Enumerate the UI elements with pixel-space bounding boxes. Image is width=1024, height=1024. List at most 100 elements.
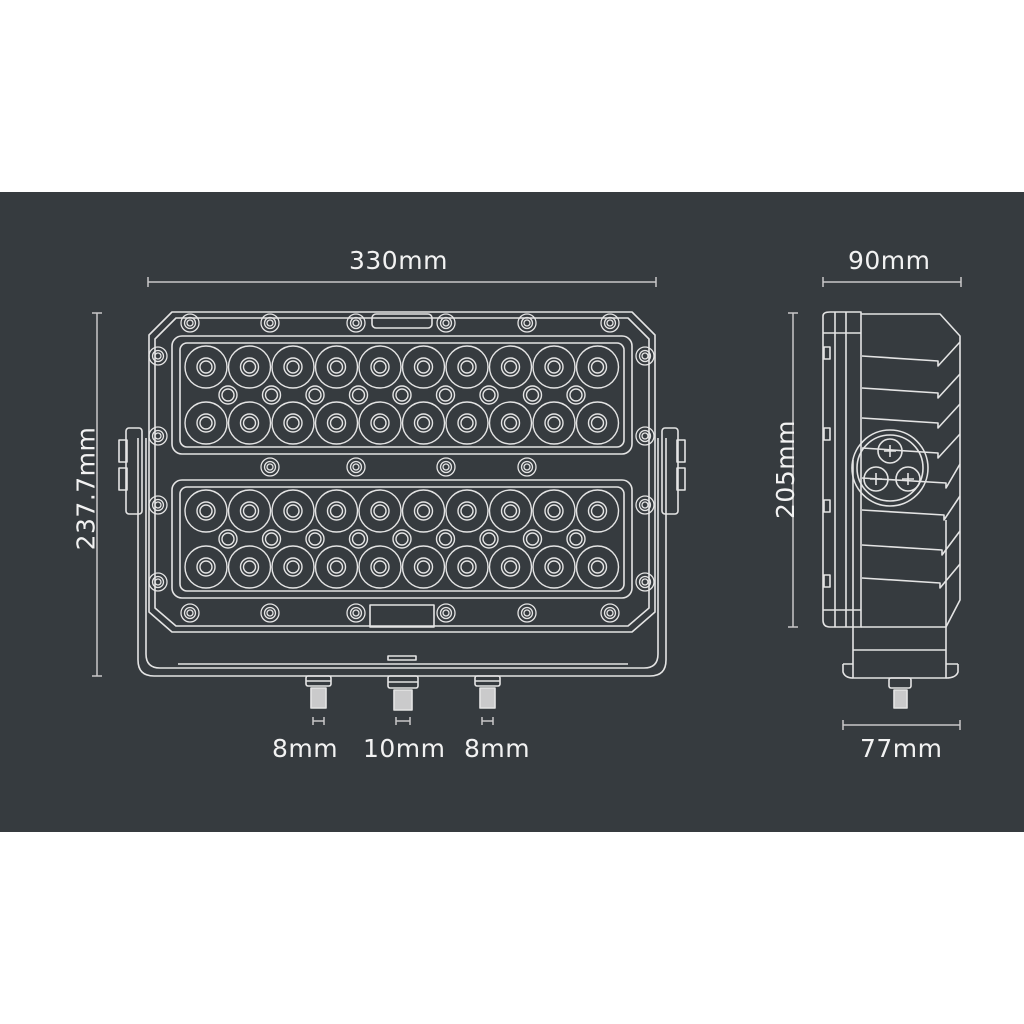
screw-icon (600, 603, 620, 623)
led-cell (305, 385, 325, 405)
led-cell (227, 345, 272, 389)
heatsink (861, 313, 961, 628)
led-cell (348, 529, 369, 549)
led-cell (532, 545, 576, 589)
screw-icon (148, 346, 168, 366)
led-cell (488, 489, 533, 533)
screw-icon (148, 572, 168, 592)
base-label-77: 77mm (860, 734, 943, 763)
led-cell (271, 545, 315, 589)
bolt-label-left: 8mm (272, 734, 339, 763)
height-label-237: 237.7mm (71, 426, 101, 551)
led-cell (227, 545, 272, 589)
led-cell (271, 401, 315, 445)
led-cell (575, 489, 620, 533)
led-cell (227, 401, 272, 445)
led-cell (566, 529, 586, 549)
screw-icon (600, 313, 620, 333)
screw-icon (517, 603, 537, 623)
screw-icon (436, 313, 456, 333)
led-cell (445, 489, 489, 533)
pivot-knob (851, 429, 929, 507)
screw-icon (635, 495, 655, 515)
led-cell (261, 529, 282, 549)
led-cell (401, 345, 446, 389)
led-cell (314, 401, 359, 445)
led-cell (392, 385, 412, 405)
housing (148, 311, 656, 633)
screw-icon (635, 572, 655, 592)
led-cell (575, 345, 620, 389)
screw-icon (436, 457, 456, 477)
led-cell (358, 401, 402, 445)
led-cell (532, 345, 576, 389)
led-cell (227, 489, 272, 533)
led-cell (401, 401, 446, 445)
pivot-screws (863, 438, 921, 492)
height-label-205: 205mm (770, 420, 800, 519)
led-cell (435, 385, 456, 405)
screw-icon (260, 313, 280, 333)
led-cell (305, 529, 325, 549)
screw-icon (635, 426, 655, 446)
screw-icon (517, 313, 537, 333)
led-cell (575, 545, 620, 589)
led-cell (358, 489, 402, 533)
led-cell (488, 545, 533, 589)
led-cell (314, 545, 359, 589)
led-cell (445, 345, 489, 389)
bolt-label-right: 8mm (464, 734, 531, 763)
led-cell (358, 545, 402, 589)
screw-icon (635, 346, 655, 366)
screw-icon (260, 457, 280, 477)
led-cell (566, 385, 586, 405)
width-label-330: 330mm (349, 246, 448, 275)
screw-icon (180, 603, 200, 623)
led-cell (488, 401, 533, 445)
led-cell (479, 529, 499, 549)
led-cell (445, 545, 489, 589)
led-cell (261, 385, 282, 405)
led-cell (348, 385, 369, 405)
led-cell (271, 345, 315, 389)
side-view (822, 311, 961, 709)
bolt-8mm-left (305, 675, 332, 709)
screw-icon (260, 603, 280, 623)
led-cell (575, 401, 620, 445)
led-cell (435, 529, 456, 549)
led-cell (522, 529, 543, 549)
bolt-8mm-right (474, 675, 501, 709)
led-cell (401, 489, 446, 533)
led-cell (184, 345, 228, 389)
led-cell (184, 401, 228, 445)
led-cell (314, 489, 359, 533)
led-cell (392, 529, 412, 549)
led-cell (532, 401, 576, 445)
led-cell (184, 489, 228, 533)
screw-icon (148, 426, 168, 446)
led-module-top (171, 335, 633, 455)
screw-icon (346, 603, 366, 623)
led-cell (479, 385, 499, 405)
screw-icon (517, 457, 537, 477)
led-cell (445, 401, 489, 445)
bolt-10mm-center (387, 675, 419, 711)
led-cell (401, 545, 446, 589)
screw-icon (148, 495, 168, 515)
front-view (118, 311, 686, 711)
led-cell (532, 489, 576, 533)
depth-label-90: 90mm (848, 246, 931, 275)
led-cell (314, 345, 359, 389)
bolt-label-center: 10mm (363, 734, 446, 763)
mounting-bracket (137, 438, 667, 677)
led-module-bottom (171, 479, 633, 599)
screw-icon (346, 457, 366, 477)
led-cell (184, 545, 228, 589)
led-cell (218, 385, 238, 405)
led-cell (218, 529, 238, 549)
led-cell (358, 345, 402, 389)
led-cell (522, 385, 543, 405)
led-cell (488, 345, 533, 389)
dimension-lines (92, 277, 962, 730)
